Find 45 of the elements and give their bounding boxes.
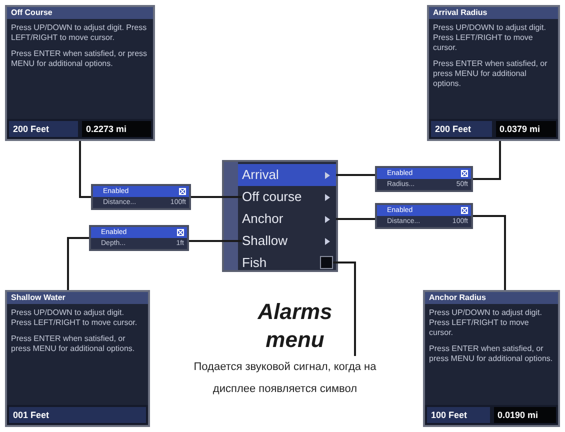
value-field: 200 Feet bbox=[431, 121, 492, 137]
value-field: 0.0379 mi bbox=[496, 121, 556, 137]
menu-item-text: Fish bbox=[242, 254, 267, 272]
instruction-text: Press ENTER when satisfied, or press MENU for additional options. bbox=[429, 344, 554, 364]
instruction-text: Press ENTER when satisfied, or press MENU for additional options. bbox=[433, 59, 548, 89]
instruction-text: Press UP/DOWN to adjust digit. Press LEFT/RIGHT to move cursor. bbox=[11, 23, 148, 43]
instruction-text: Press UP/DOWN to adjust digit. Press LEFT/RIGHT to move cursor. bbox=[429, 308, 543, 338]
connector-line bbox=[473, 215, 506, 290]
screen-title: Shallow Water bbox=[7, 292, 148, 304]
connector-line bbox=[189, 240, 242, 242]
caption-text: Подается звуковой сигнал, когда на дисплее появляется символ bbox=[190, 356, 380, 430]
menu-item-text: Shallow bbox=[242, 232, 288, 250]
menu-item-text: Anchor bbox=[242, 210, 284, 228]
value-field: 200 Feet bbox=[9, 121, 78, 137]
value-field: 100 Feet bbox=[427, 407, 490, 423]
connector-line bbox=[336, 218, 375, 220]
screen-title: Anchor Radius bbox=[425, 292, 558, 304]
submenu-popup bbox=[375, 166, 473, 192]
settings-screen bbox=[423, 290, 560, 427]
alarms-menu bbox=[222, 160, 338, 272]
submenu-popup bbox=[89, 225, 189, 251]
settings-screen bbox=[427, 5, 560, 141]
submenu-popup bbox=[91, 184, 191, 210]
instruction-text: Press UP/DOWN to adjust digit. Press LEFT/RIGHT to move cursor. bbox=[11, 308, 138, 328]
menu-item-text: Arrival bbox=[242, 166, 279, 184]
menu-item-text: Off course bbox=[242, 188, 302, 206]
screen-title: Off Course bbox=[7, 7, 153, 19]
value-field: 0.2273 mi bbox=[82, 121, 151, 137]
connector-line bbox=[333, 262, 356, 356]
diagram-title: Alarms menu bbox=[256, 298, 334, 354]
checkbox bbox=[320, 256, 333, 269]
connector-line bbox=[336, 174, 375, 176]
instruction-text: Press UP/DOWN to adjust digit. Press LEFT/RIGHT to move cursor. bbox=[433, 23, 547, 53]
connector-line bbox=[67, 237, 89, 290]
connector-line bbox=[191, 196, 242, 198]
value-field: 001 Feet bbox=[9, 407, 146, 423]
instruction-text: Press ENTER when satisfied, or press MENU for additional options. bbox=[11, 49, 148, 69]
submenu-popup bbox=[375, 203, 473, 229]
value-field: 0.0190 mi bbox=[494, 407, 556, 423]
settings-screen bbox=[5, 5, 155, 141]
connector-line bbox=[473, 141, 501, 180]
connector-line bbox=[79, 141, 91, 198]
instruction-text: Press ENTER when satisfied, or press MENU for additional options. bbox=[11, 334, 136, 354]
screen-title: Arrival Radius bbox=[429, 7, 558, 19]
settings-screen bbox=[5, 290, 150, 427]
